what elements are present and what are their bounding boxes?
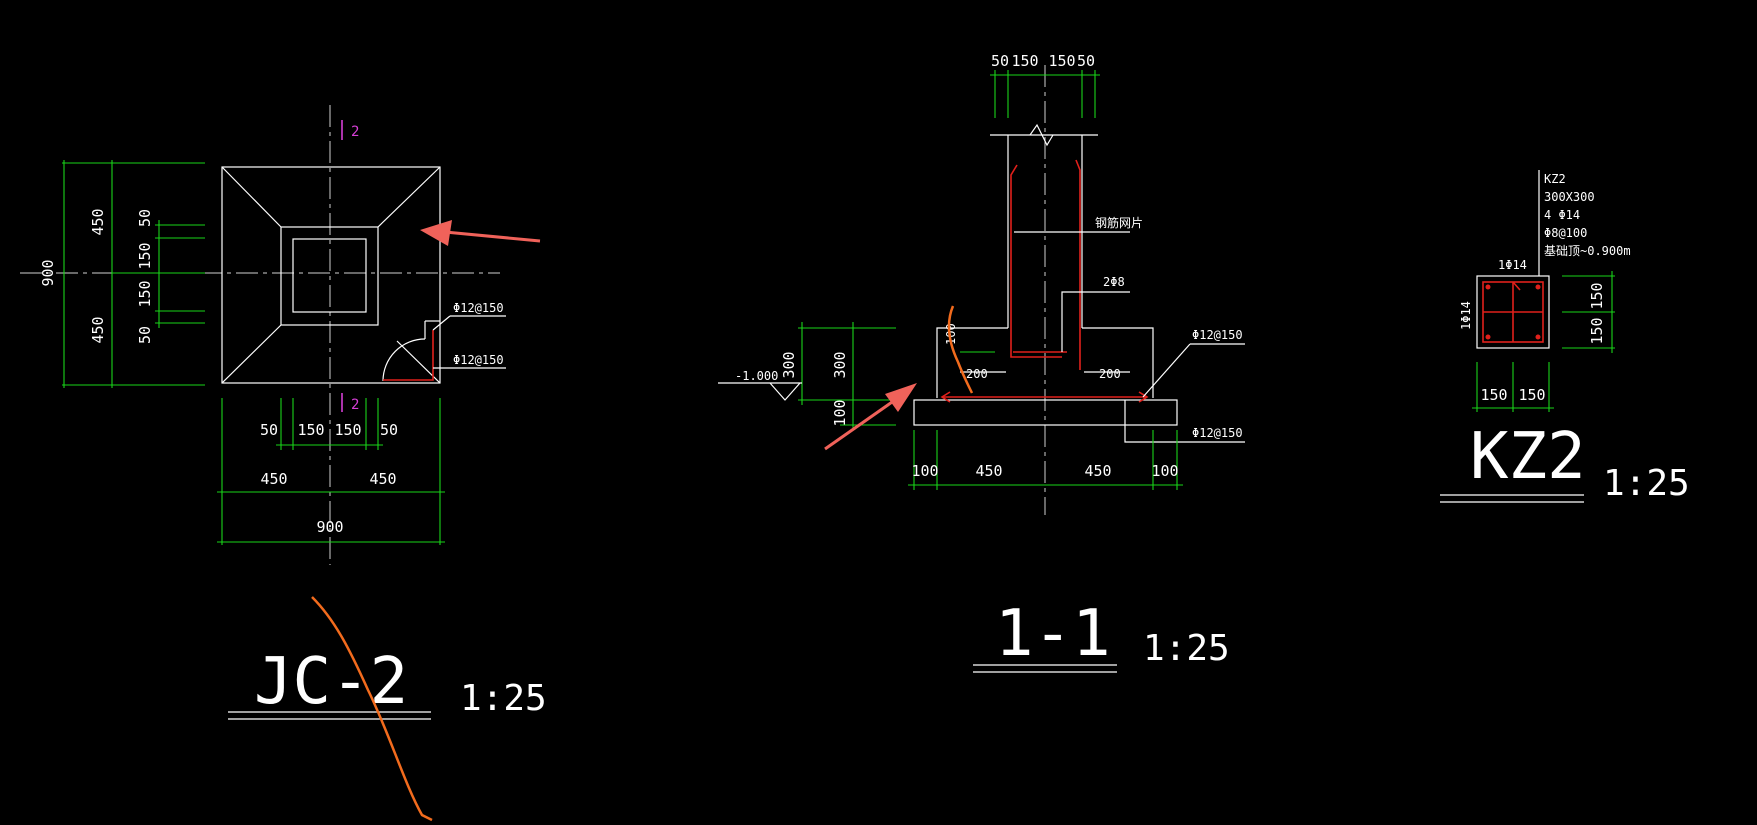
s11-note-leader	[1061, 291, 1130, 352]
s11-dim-top: 50	[991, 52, 1009, 70]
kz2-info-rebar: 4 Φ14	[1544, 208, 1580, 222]
s11-note-mesh: 钢筋网片	[1095, 215, 1143, 230]
kz2-dim-bottom: 150	[1480, 386, 1507, 404]
jc2-dim-inner: 150	[136, 242, 154, 269]
kz2-title: KZ2	[1470, 420, 1586, 494]
s11-dim-bottom: 450	[975, 462, 1002, 480]
jc2-dim-bottom-inner: 150	[334, 421, 361, 439]
jc2-scale: 1:25	[460, 678, 547, 719]
jc2-dim-450-top: 450	[89, 208, 107, 235]
kz2-left-label: 1Φ14	[1459, 301, 1473, 330]
kz2-column-outline	[1476, 275, 1550, 349]
s11-elevation-symbol	[769, 382, 801, 401]
jc2-dim-bottom-inner: 150	[297, 421, 324, 439]
s11-dim-top: 50	[1077, 52, 1095, 70]
kz2-rebar-dot	[1535, 334, 1541, 340]
s11-pedestal-left	[936, 327, 1008, 398]
s11-note-stirrup: 2Φ8	[1103, 275, 1125, 289]
annotation-arrow-head	[885, 383, 917, 412]
s11-dim-left-300: 300	[831, 351, 849, 378]
s11-rebar-leader	[1124, 400, 1245, 443]
jc2-dim-bottom-450: 450	[369, 470, 396, 488]
s11-rebar-label-1: Φ12@150	[1192, 328, 1243, 342]
kz2-top-label: 1Φ14	[1498, 258, 1527, 272]
jc2-rebar-leader	[432, 315, 451, 331]
jc2-dim-450-bottom: 450	[89, 316, 107, 343]
kz2-info-stirrup: Φ8@100	[1544, 226, 1587, 240]
jc2-slope-line	[221, 324, 282, 384]
kz2-dim-bottom: 150	[1518, 386, 1545, 404]
s11-rebar-hook	[940, 391, 951, 403]
s11-label-100: 100	[944, 323, 958, 345]
jc2-dim-inner: 150	[136, 280, 154, 307]
jc2-title: JC-2	[254, 645, 408, 719]
s11-label-200-left: 200	[966, 367, 988, 381]
kz2-info-elevation: 基础顶~0.900m	[1544, 244, 1631, 258]
jc2-section-mark-bottom: 2	[351, 397, 359, 413]
jc2-rebar-label-1: Φ12@150	[453, 301, 504, 315]
jc2-dim-inner: 50	[136, 326, 154, 344]
kz2-dim-right: 150	[1588, 317, 1606, 344]
kz2-hook	[1512, 281, 1521, 291]
jc2-slope-line	[377, 166, 441, 228]
s11-dim-top: 150	[1048, 52, 1075, 70]
jc2-rebar-label-2: Φ12@150	[453, 353, 504, 367]
annotation-arrow-head	[420, 220, 452, 246]
s11-base-slab	[913, 399, 1178, 426]
s11-scale: 1:25	[1143, 628, 1230, 669]
kz2-scale: 1:25	[1603, 463, 1690, 504]
s11-rebar-label-2: Φ12@150	[1192, 426, 1243, 440]
s11-title: 1-1	[995, 597, 1111, 671]
kz2-rebar-dot	[1535, 284, 1541, 290]
jc2-dim-inner: 50	[136, 209, 154, 227]
jc2-dim-total: 900	[316, 518, 343, 536]
annotation-arrow-shaft	[444, 230, 541, 243]
kz2-section: KZ2 300X300 4 Φ14 Φ8@100 基础顶~0.900m 1Φ14…	[1440, 170, 1690, 504]
jc2-dim-bottom-inner: 50	[380, 421, 398, 439]
s11-dim-bottom: 100	[911, 462, 938, 480]
annotation-arrow-shaft	[824, 398, 896, 451]
s11-dim-left-300: 300	[780, 351, 798, 378]
jc2-footing-outline	[221, 166, 441, 384]
annotation-freehand-stroke	[311, 596, 433, 822]
kz2-dim-right: 150	[1588, 282, 1606, 309]
kz2-info-size: 300X300	[1544, 190, 1595, 204]
jc2-dim-bottom-450: 450	[260, 470, 287, 488]
jc2-section-mark-top: 2	[351, 124, 359, 140]
s11-label-200-right: 200	[1099, 367, 1121, 381]
jc2-plan: Φ12@150 Φ12@150 2 2 900 450 450 50 150 1…	[20, 105, 547, 720]
s11-pedestal-right	[1082, 327, 1154, 398]
jc2-slope-line	[221, 166, 282, 228]
kz2-rebar-dot	[1485, 284, 1491, 290]
markup-annotations	[311, 220, 974, 822]
s11-dim-bottom: 450	[1084, 462, 1111, 480]
jc2-dim-900-left: 900	[39, 259, 57, 286]
s11-dim-top: 150	[1011, 52, 1038, 70]
kz2-info-name: KZ2	[1544, 172, 1566, 186]
section-1-1: 钢筋网片 2Φ8 200 200 100 Φ12@150 Φ12@150 50 …	[718, 52, 1245, 673]
s11-dim-left-100: 100	[831, 399, 849, 426]
s11-rebar-leader	[1142, 343, 1191, 398]
s11-elevation: -1.000	[735, 369, 778, 383]
kz2-rebar-dot	[1485, 334, 1491, 340]
s11-column-rebar-right	[1075, 159, 1081, 370]
jc2-dim-bottom-inner: 50	[260, 421, 278, 439]
s11-column-rebar-left	[1010, 164, 1062, 358]
s11-break-mark	[1029, 123, 1054, 147]
annotation-freehand-stroke	[947, 305, 974, 394]
jc2-rebar-detail-arc	[382, 338, 426, 382]
jc2-column-outline	[292, 238, 367, 313]
s11-dim-bottom: 100	[1151, 462, 1178, 480]
s11-rebar-hook	[1138, 391, 1149, 403]
jc2-rebar-mark	[383, 330, 434, 381]
jc2-pedestal-outline	[280, 226, 379, 326]
